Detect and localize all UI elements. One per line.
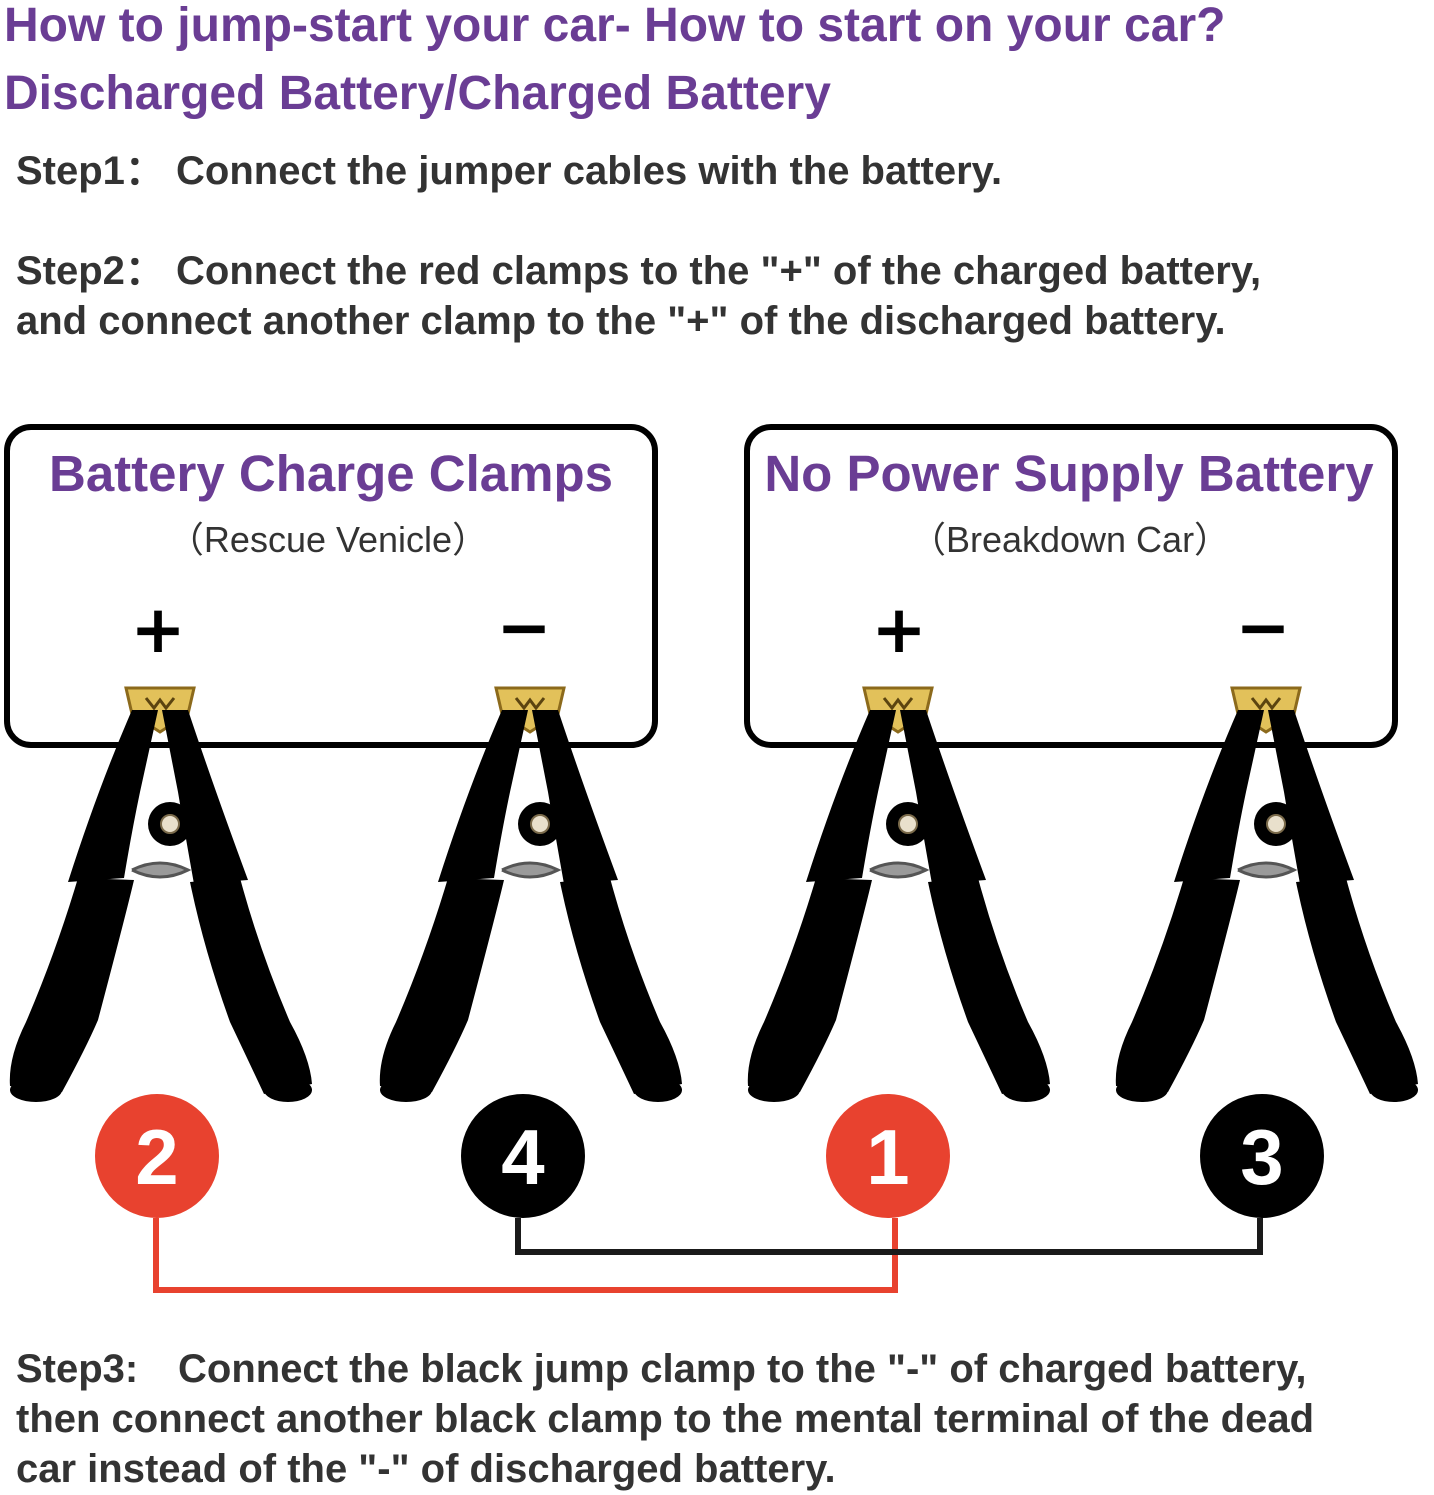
step-1-label: Step1：: [16, 149, 165, 193]
order-badge-1: [826, 1094, 950, 1218]
step-1-text: Connect the jumper cables with the batte…: [176, 149, 1003, 193]
battery-charged-box: [4, 424, 658, 748]
order-badge-2: [95, 1094, 219, 1218]
step-3-label: Step3:: [16, 1347, 139, 1391]
page-title: How to jump-start your car- How to start…: [4, 0, 1226, 52]
black-cable-line: [515, 1218, 1263, 1255]
charged-plus-terminal-label: +: [130, 591, 185, 668]
battery-discharged-box: [744, 424, 1398, 748]
page-subtitle: Discharged Battery/Charged Battery: [4, 67, 831, 120]
battery-charged-title: Battery Charge Clamps: [49, 445, 613, 502]
order-badge-4: [461, 1094, 585, 1218]
charged-minus-terminal-label: −: [496, 589, 551, 666]
clamp-black-icon: [1114, 686, 1420, 1104]
battery-discharged-title: No Power Supply Battery: [764, 445, 1374, 502]
step-3-text-line-3: car instead of the "-" of discharged bat…: [16, 1447, 836, 1491]
clamp-black-icon: [378, 686, 684, 1104]
clamp-red-icon: [8, 686, 314, 1104]
discharged-plus-terminal-label: +: [871, 591, 926, 668]
discharged-minus-terminal-label: −: [1235, 589, 1290, 666]
step-2-label: Step2：: [16, 249, 165, 293]
step-3-text-line-1: Connect the black jump clamp to the "-" …: [178, 1347, 1307, 1391]
step-3-text-line-2: then connect another black clamp to the …: [16, 1397, 1315, 1441]
order-badge-3-number: 3: [1240, 1113, 1283, 1201]
order-badge-2-number: 2: [135, 1113, 178, 1201]
order-badge-4-number: 4: [501, 1113, 544, 1201]
order-badge-1-number: 1: [866, 1113, 909, 1201]
clamp-red-icon: [746, 686, 1052, 1104]
order-badge-3: [1200, 1094, 1324, 1218]
step-2-text-line-1: Connect the red clamps to the "+" of the…: [176, 249, 1262, 293]
battery-discharged-subtitle: （Breakdown Car）: [910, 519, 1230, 560]
step-2-text-line-2: and connect another clamp to the "+" of …: [16, 299, 1226, 343]
battery-charged-subtitle: （Rescue Venicle）: [168, 519, 488, 560]
